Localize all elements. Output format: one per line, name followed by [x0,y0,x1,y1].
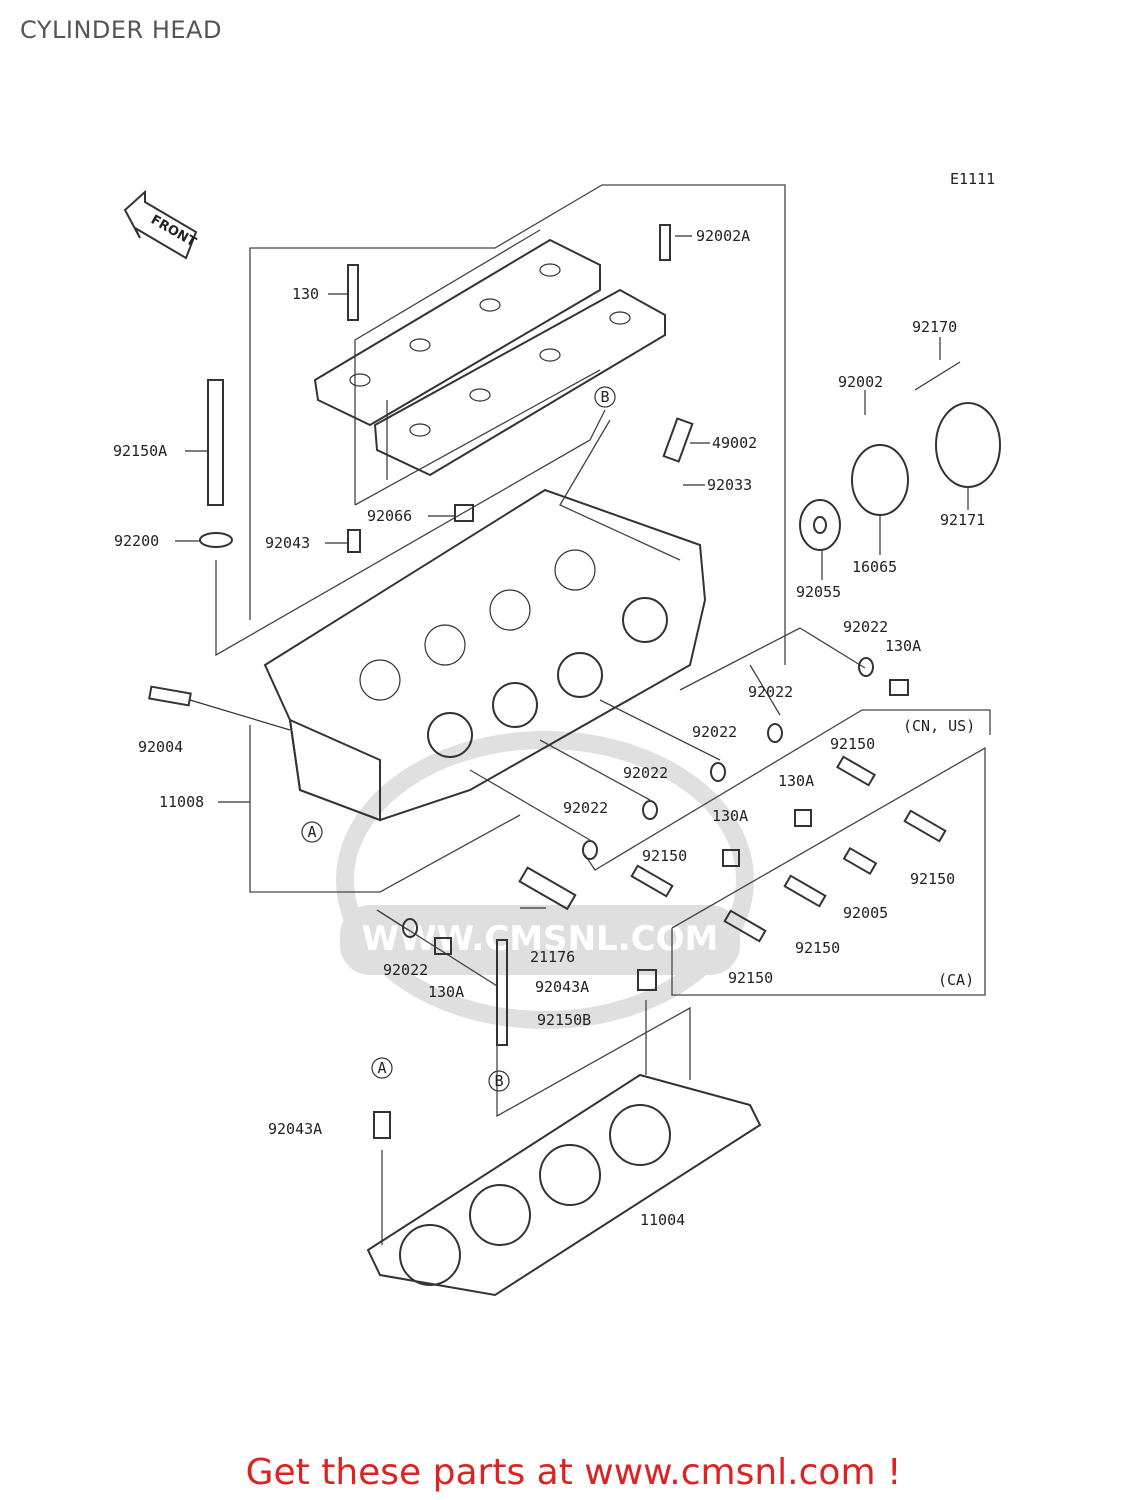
ref-circle-b-top: B [594,386,616,408]
label-92043a-b: 92043A [268,1120,322,1138]
label-11004: 11004 [640,1211,685,1229]
head-gasket [366,1073,762,1297]
label-130a-c: 130A [712,807,748,825]
label-130a-b: 130A [778,772,814,790]
leader-lines [175,235,969,909]
label-130a-a: 130A [885,637,921,655]
watermark: WWW.CMSNL.COM [336,731,754,1029]
label-11008: 11008 [159,793,204,811]
label-92150-b: 92150 [642,847,687,865]
label-92150-a: 92150 [830,735,875,753]
part-labels: 92002A 130 92150A 92200 92043 92066 4900… [113,227,985,1229]
svg-text:B: B [494,1072,503,1090]
label-92022-c: 92022 [692,723,737,741]
svg-text:A: A [377,1059,386,1077]
camshaft-caps [313,238,666,477]
label-92055: 92055 [796,583,841,601]
label-92200: 92200 [114,532,159,550]
label-ca: (CA) [938,971,974,989]
svg-text:A: A [307,823,316,841]
label-92170: 92170 [912,318,957,336]
page-title: CYLINDER HEAD [20,16,222,44]
label-92150-c: 92150 [910,870,955,888]
label-92022-d: 92022 [623,764,668,782]
label-92043a-a: 92043A [535,978,589,996]
label-92022-a: 92022 [843,618,888,636]
ref-circle-b-bottom: B [488,1070,510,1092]
label-130: 130 [292,285,319,303]
label-92002a: 92002A [696,227,750,245]
label-92022-f: 92022 [383,961,428,979]
label-92005: 92005 [843,904,888,922]
label-cn-us: (CN, US) [903,717,975,735]
label-16065: 16065 [852,558,897,576]
water-outlet [799,361,1001,551]
svg-text:B: B [600,388,609,406]
label-92033: 92033 [707,476,752,494]
label-92171: 92171 [940,511,985,529]
label-92022-b: 92022 [748,683,793,701]
label-92004: 92004 [138,738,183,756]
label-92150-d: 92150 [795,939,840,957]
label-92066: 92066 [367,507,412,525]
promo-banner[interactable]: Get these parts at www.cmsnl.com ! [245,1452,902,1493]
assembly-frame [215,184,991,1245]
label-92043: 92043 [265,534,310,552]
diagram-code: E1111 [950,170,995,188]
small-parts [148,224,947,1139]
label-49002: 49002 [712,434,757,452]
label-92022-e: 92022 [563,799,608,817]
cylinder-head [263,488,707,822]
label-92150a: 92150A [113,442,167,460]
label-21176: 21176 [530,948,575,966]
ref-circle-a-mid: A [301,821,323,843]
label-92150-e: 92150 [728,969,773,987]
ref-circle-a-bottom: A [371,1057,393,1079]
label-130a-d: 130A [428,983,464,1001]
front-arrow-icon: FRONT [123,189,199,260]
watermark-text: WWW.CMSNL.COM [362,919,719,959]
label-92002: 92002 [838,373,883,391]
label-92150b: 92150B [537,1011,591,1029]
